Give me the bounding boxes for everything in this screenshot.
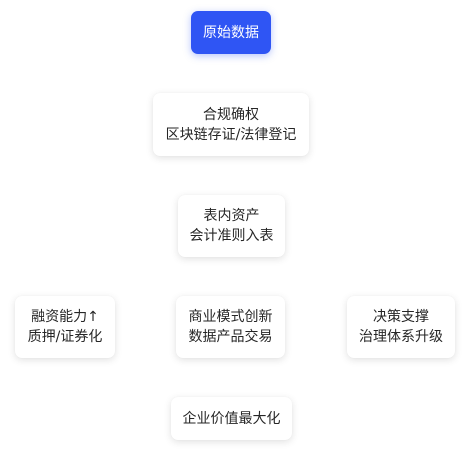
node-decision: 决策支撑 治理体系升级 bbox=[347, 296, 455, 358]
node-decision-title: 决策支撑 bbox=[373, 309, 429, 325]
node-business-title: 商业模式创新 bbox=[188, 309, 273, 325]
node-value-label: 企业价值最大化 bbox=[182, 410, 281, 427]
node-financing-subtitle: 质押/证券化 bbox=[27, 329, 103, 345]
node-compliance: 合规确权 区块链存证/法律登记 bbox=[153, 93, 309, 156]
node-source-label: 原始数据 bbox=[203, 24, 259, 41]
node-compliance-title: 合规确权 bbox=[203, 106, 259, 123]
node-value: 企业价值最大化 bbox=[171, 397, 292, 440]
node-source: 原始数据 bbox=[191, 11, 271, 54]
node-financing: 融资能力↑ 质押/证券化 bbox=[15, 296, 115, 358]
node-financing-title: 融资能力↑ bbox=[31, 309, 99, 325]
node-business: 商业模式创新 数据产品交易 bbox=[176, 296, 285, 358]
node-decision-subtitle: 治理体系升级 bbox=[359, 329, 443, 345]
node-asset-subtitle: 会计准则入表 bbox=[189, 228, 274, 244]
node-compliance-subtitle: 区块链存证/法律登记 bbox=[165, 126, 297, 143]
node-asset-title: 表内资产 bbox=[203, 208, 260, 224]
node-business-subtitle: 数据产品交易 bbox=[188, 329, 273, 345]
node-asset: 表内资产 会计准则入表 bbox=[178, 195, 285, 257]
